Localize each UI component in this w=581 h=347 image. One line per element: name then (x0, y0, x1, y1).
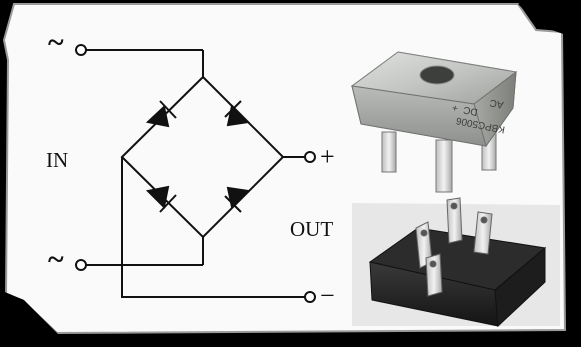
mounting-hole (419, 65, 455, 85)
terminal-circle-ac-top (75, 44, 87, 56)
ac-input-top-symbol: ~ (48, 26, 64, 59)
diode-symbol-3 (145, 185, 177, 213)
bridge-rectifier-component-bottom (352, 197, 560, 328)
bridge-diamond (120, 76, 285, 239)
output-label: OUT (290, 217, 334, 241)
diode-symbol-4 (224, 186, 251, 213)
circuit-schematic (75, 44, 316, 303)
terminal-circle-dc-positive (304, 151, 316, 163)
package-plus: + (451, 101, 459, 113)
ac-input-bottom-symbol: ~ (48, 243, 64, 276)
wire-dc-negative (121, 157, 305, 298)
package-ac: AC (489, 97, 505, 110)
dc-positive-symbol: + (320, 142, 335, 171)
dc-negative-symbol: − (320, 281, 335, 310)
terminal-circle-ac-bottom (75, 259, 87, 271)
input-label: IN (46, 148, 69, 172)
frame-corner-bottom-left (0, 290, 60, 347)
bridge-rectifier-component-top: KBPC5006 DC + AC (350, 51, 518, 193)
diode-symbol-2 (224, 100, 251, 127)
frame-corner-top-right (518, 4, 581, 40)
package-dc: DC (462, 104, 478, 118)
terminal-circle-dc-negative (304, 291, 316, 303)
diode-symbol-1 (145, 100, 177, 128)
